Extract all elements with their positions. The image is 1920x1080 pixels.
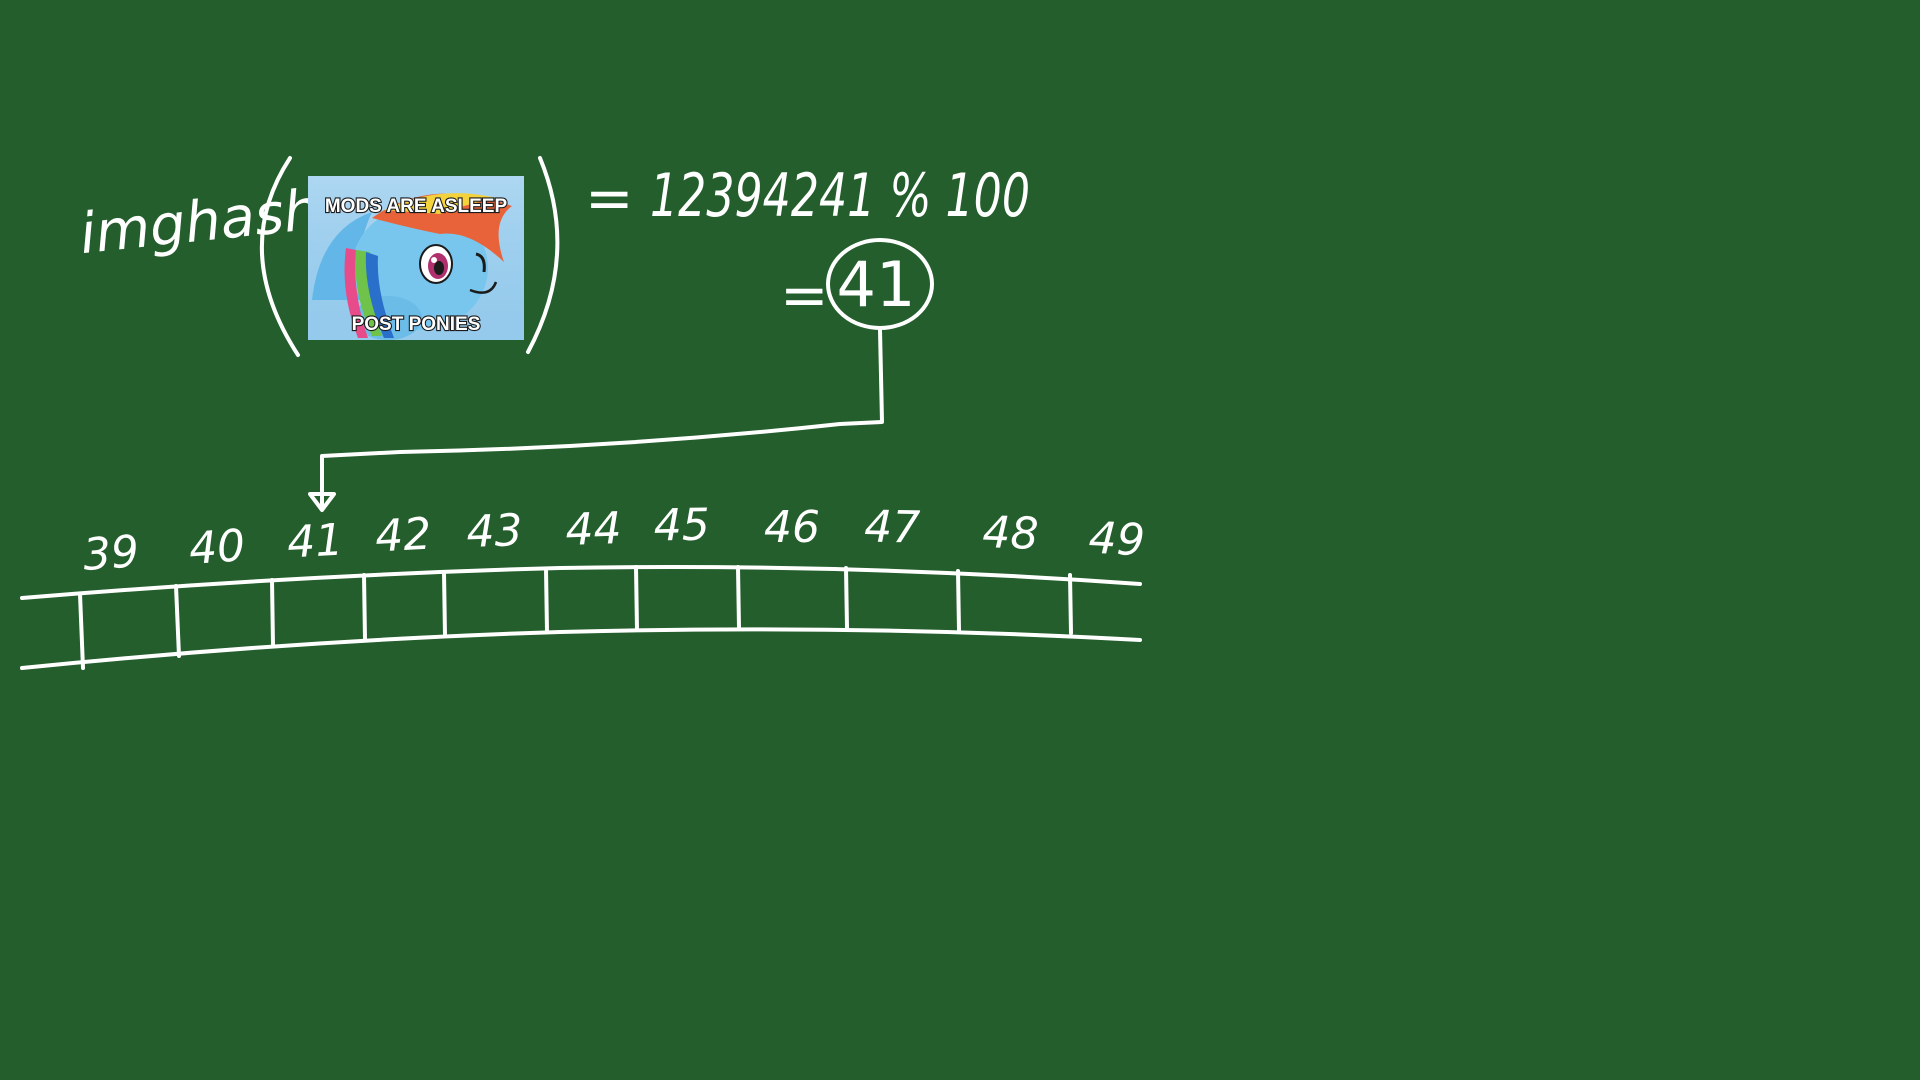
- meme-image: MODS ARE ASLEEP POST PONIES: [308, 176, 524, 340]
- array-index-labels: 39 40 41 42 43 44 45 46 47 48 49: [81, 500, 1146, 581]
- right-paren: [526, 156, 560, 354]
- array-cell-divider: [78, 592, 85, 670]
- equation: imghash MODS AR: [77, 156, 1030, 357]
- array-cell-divider: [270, 578, 275, 648]
- array-index-label: 42: [374, 509, 433, 563]
- array-index-label: 44: [565, 503, 623, 556]
- array-dividers: [78, 565, 1073, 670]
- array-bottom-line: [20, 627, 1142, 670]
- array-index-label: 48: [982, 507, 1040, 560]
- array-index-label: 49: [1087, 513, 1146, 567]
- array-index-label: 46: [764, 502, 820, 553]
- array: 39 40 41 42 43 44 45 46 47 48 49: [20, 500, 1146, 670]
- meme-bottom-caption: POST PONIES: [352, 314, 481, 335]
- array-cell-divider: [736, 565, 741, 630]
- array-index-label: 39: [81, 526, 140, 581]
- array-cell-divider: [174, 584, 181, 658]
- array-cell-divider: [1068, 573, 1073, 635]
- array-cell-divider: [362, 573, 367, 642]
- array-index-label: 45: [653, 500, 710, 552]
- result-circle: [826, 238, 934, 330]
- result-value: 41: [837, 248, 916, 321]
- array-index-label: 40: [187, 520, 246, 575]
- array-cell-divider: [634, 565, 639, 632]
- pointer-arrow: [308, 328, 884, 512]
- array-index-label: 43: [466, 505, 524, 558]
- meme-top-caption: MODS ARE ASLEEP: [325, 196, 508, 217]
- array-cell-divider: [956, 569, 961, 632]
- array-index-label: 41: [286, 515, 345, 569]
- equals-sign: =: [585, 164, 634, 232]
- array-cell-divider: [844, 566, 849, 630]
- hash-expression: 12394241 % 100: [650, 161, 1030, 231]
- array-cell-divider: [544, 567, 549, 634]
- array-cell-divider: [442, 570, 447, 638]
- result-equals-sign: =: [780, 261, 829, 329]
- array-index-label: 47: [864, 502, 921, 554]
- left-paren: [259, 156, 300, 357]
